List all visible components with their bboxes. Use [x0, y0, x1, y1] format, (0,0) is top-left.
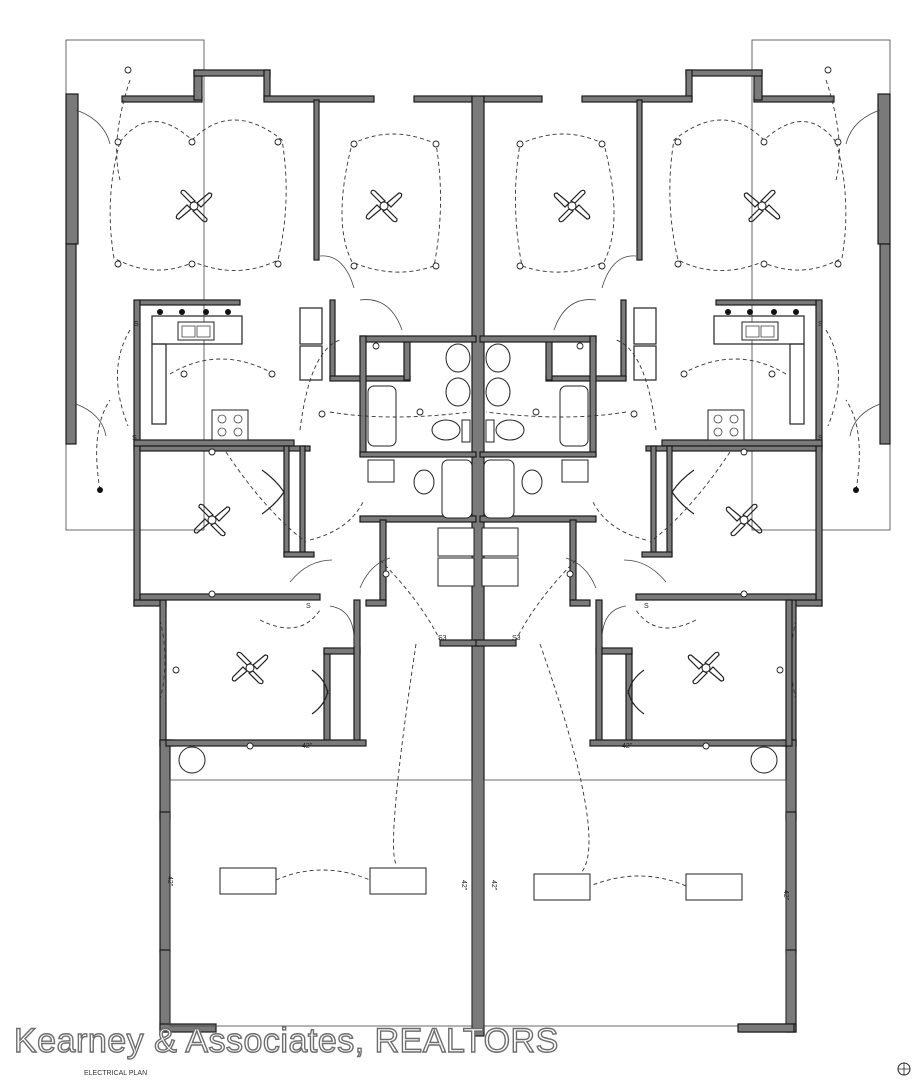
unit-right [475, 39, 891, 1033]
ceiling-fan-icon [231, 651, 269, 685]
ceiling-fan-icon [175, 189, 213, 223]
outlet-label: 42" [782, 890, 789, 901]
light-fixture-icon [114, 138, 122, 146]
outlet-label: 42" [302, 743, 313, 750]
kitchen-sink-icon [177, 321, 215, 341]
switch-icon: S3 [438, 635, 447, 642]
switch-icon: S [818, 321, 823, 328]
outlet-label: 42" [166, 876, 173, 887]
north-arrow-icon [897, 1062, 911, 1076]
ceiling-fan-icon [193, 503, 231, 537]
toilet-icon [431, 419, 461, 441]
outlet-label: 42" [622, 743, 633, 750]
switch-icon: S [644, 603, 649, 610]
switch-icon: S [306, 603, 311, 610]
outlet-label: 42" [490, 880, 497, 891]
switch-icon: S3 [512, 635, 521, 642]
garage-left [169, 779, 473, 1027]
switch-icon: S [134, 321, 139, 328]
watermark: Kearney & Associates, REALTORS [13, 1021, 559, 1060]
outlet-label: 42" [460, 880, 467, 891]
water-heater-icon [178, 746, 206, 774]
range-icon [211, 409, 249, 441]
ceiling-fan-icon [365, 189, 403, 223]
switch-icon: S [132, 435, 137, 442]
unit-left: 42" 42" 42" S S S S3 [65, 39, 590, 1037]
drawing-caption: ELECTRICAL PLAN [84, 1070, 148, 1077]
switch-icon: S [818, 435, 823, 442]
